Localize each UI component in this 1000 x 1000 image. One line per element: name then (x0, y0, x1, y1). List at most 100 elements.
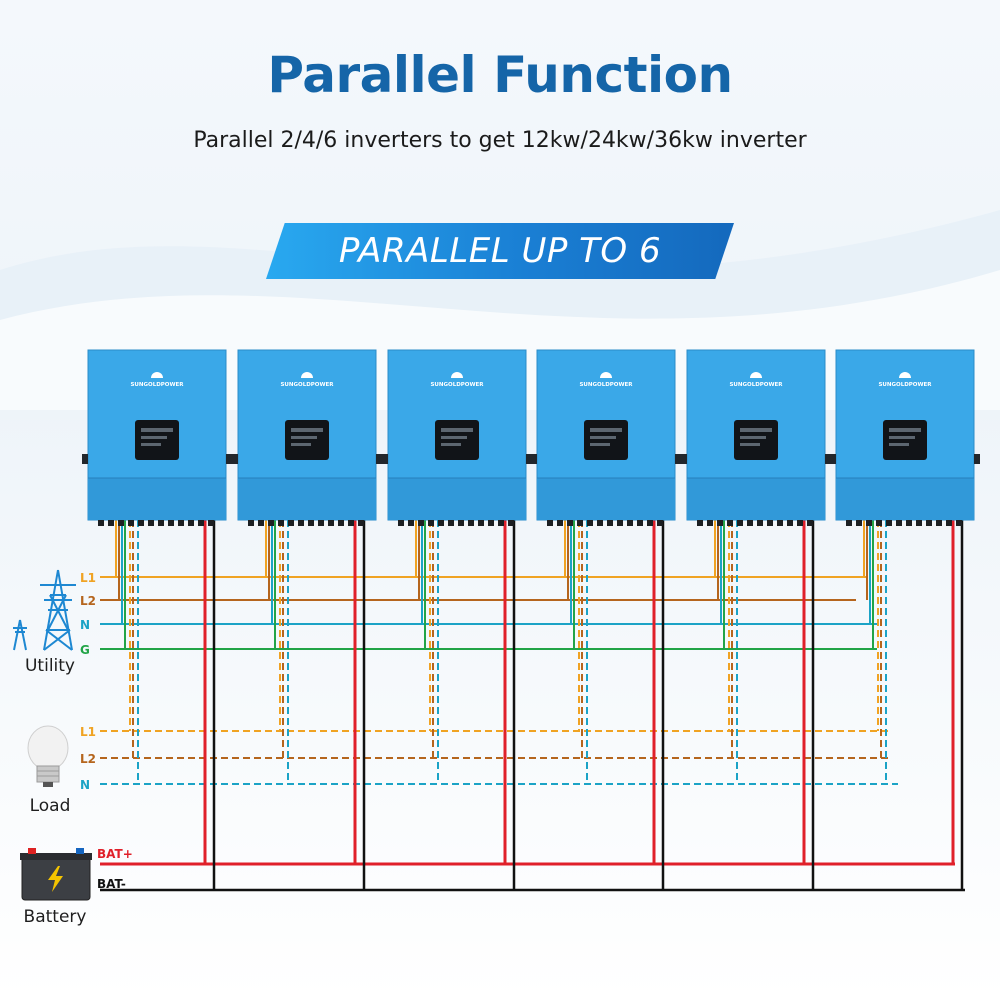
screen-line (141, 436, 167, 439)
cable-gland (458, 520, 464, 526)
battery-lid (20, 853, 92, 860)
tower-strut (19, 619, 27, 651)
cable-gland (168, 520, 174, 526)
bulb-base (36, 765, 60, 783)
inverter-brand: SUNGOLDPOWER (579, 382, 633, 388)
inverter-brand: SUNGOLDPOWER (729, 382, 783, 388)
cable-gland (697, 520, 703, 526)
cable-gland (916, 520, 922, 526)
inverter-handle (226, 454, 232, 464)
battery-label: Battery (23, 907, 87, 927)
cable-gland (647, 520, 653, 526)
bulb-glass (27, 725, 69, 771)
cable-gland (348, 520, 354, 526)
screen-line (889, 443, 909, 446)
sun-logo-icon (600, 372, 612, 378)
cable-gland (597, 520, 603, 526)
inverter-screen (285, 420, 329, 460)
cable-gland (328, 520, 334, 526)
inverter-screen (435, 420, 479, 460)
cable-gland (188, 520, 194, 526)
cable-gland (468, 520, 474, 526)
cable-gland (747, 520, 753, 526)
cable-gland (288, 520, 294, 526)
screen-line (590, 443, 610, 446)
cable-gland (886, 520, 892, 526)
cable-gland (737, 520, 743, 526)
load-bus-label: N (80, 778, 90, 792)
cable-gland (278, 520, 284, 526)
inverter-handle (675, 454, 681, 464)
cable-gland (777, 520, 783, 526)
tower-strut (49, 594, 69, 631)
light-bulb-icon (27, 725, 69, 787)
inverter-handle (232, 454, 238, 464)
banner-text: PARALLEL UP TO 6 (338, 231, 662, 271)
inverter-base (238, 478, 376, 520)
tower-strut (45, 629, 73, 651)
inverter-brand: SUNGOLDPOWER (280, 382, 334, 388)
cable-gland (587, 520, 593, 526)
cable-gland (657, 520, 663, 526)
screen-line (889, 428, 921, 432)
cable-gland (866, 520, 872, 526)
screen-line (441, 443, 461, 446)
screen-line (740, 436, 766, 439)
battery-positive-label: BAT+ (97, 847, 133, 861)
cable-gland (438, 520, 444, 526)
utility-label: Utility (24, 656, 75, 676)
inverter-handle (382, 454, 388, 464)
cable-gland (577, 520, 583, 526)
cable-gland (258, 520, 264, 526)
battery-terminal-negative (76, 848, 84, 854)
inverter-unit: SUNGOLDPOWER (382, 349, 532, 526)
cable-gland (428, 520, 434, 526)
tower-strut (43, 629, 71, 651)
cable-gland (956, 520, 962, 526)
screen-line (291, 443, 311, 446)
inverter-base (388, 478, 526, 520)
cable-gland (418, 520, 424, 526)
inverter-handle (376, 454, 382, 464)
cable-gland (128, 520, 134, 526)
cable-gland (607, 520, 613, 526)
cable-gland (787, 520, 793, 526)
cable-gland (118, 520, 124, 526)
load-bus-label: L2 (80, 752, 96, 766)
sun-logo-icon (151, 372, 163, 378)
inverter-handle (681, 454, 687, 464)
screen-line (141, 443, 161, 446)
utility-bus-label: L2 (80, 594, 96, 608)
cable-gland (876, 520, 882, 526)
inverter-base (687, 478, 825, 520)
inverter-unit: SUNGOLDPOWER (681, 349, 831, 526)
screen-line (441, 428, 473, 432)
page-title: Parallel Function (267, 46, 733, 104)
cable-gland (767, 520, 773, 526)
inverter-brand: SUNGOLDPOWER (130, 382, 184, 388)
utility-bus-label: L1 (80, 571, 96, 585)
screen-line (141, 428, 173, 432)
cable-gland (268, 520, 274, 526)
cable-gland (946, 520, 952, 526)
inverter-base (836, 478, 974, 520)
cable-gland (508, 520, 514, 526)
inverter-screen (734, 420, 778, 460)
cable-gland (547, 520, 553, 526)
cable-gland (478, 520, 484, 526)
cable-gland (98, 520, 104, 526)
tower-strut (47, 594, 67, 631)
cable-gland (208, 520, 214, 526)
battery-icon (20, 848, 92, 901)
cable-gland (158, 520, 164, 526)
inverter-base (88, 478, 226, 520)
inverter-unit: SUNGOLDPOWER (830, 349, 980, 526)
sun-logo-icon (899, 372, 911, 378)
sun-logo-icon (301, 372, 313, 378)
screen-line (740, 443, 760, 446)
cable-gland (727, 520, 733, 526)
screen-line (889, 436, 915, 439)
screen-line (291, 436, 317, 439)
cable-gland (448, 520, 454, 526)
